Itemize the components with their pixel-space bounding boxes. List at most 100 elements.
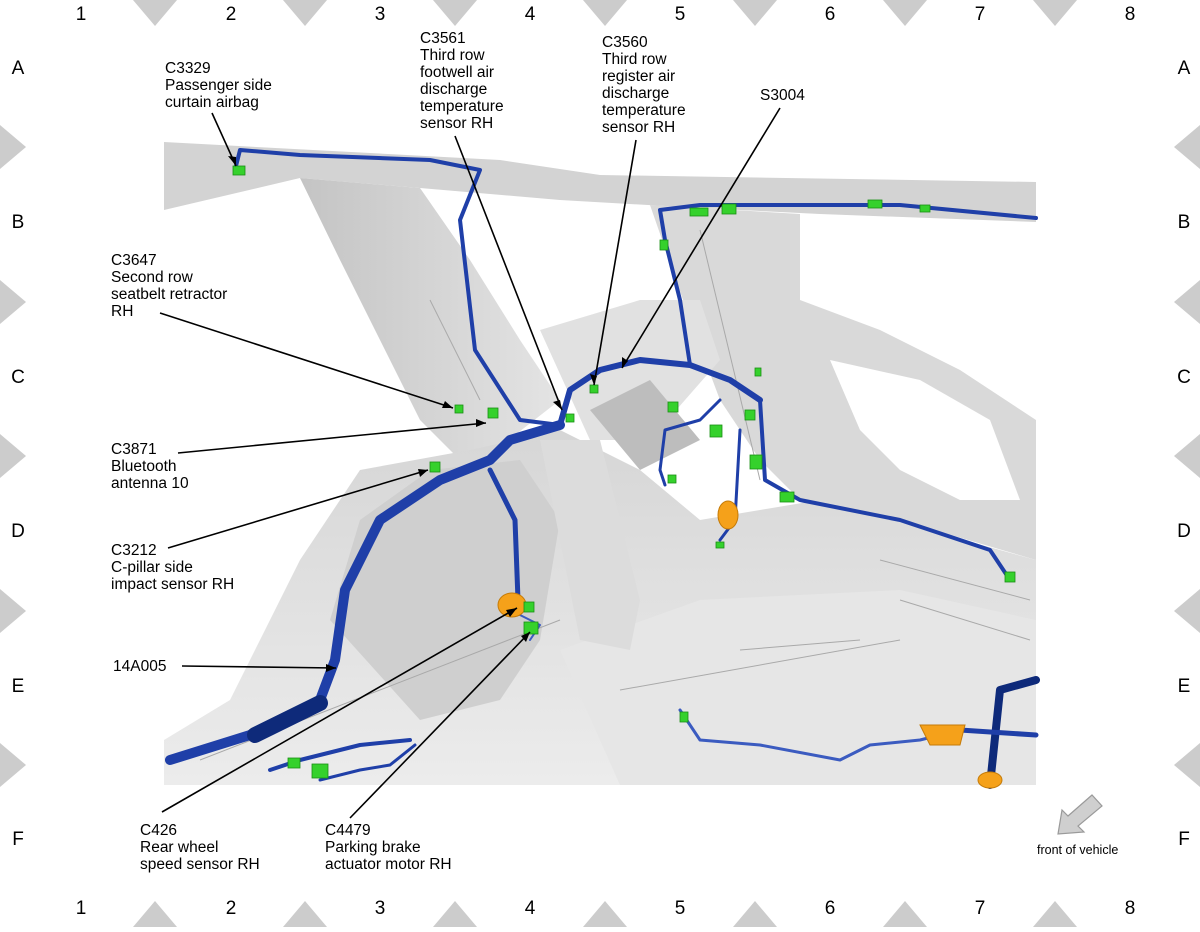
callout-text: Second row <box>111 269 193 286</box>
callout-text: temperature <box>420 98 504 115</box>
grid-row-B-right: B <box>1177 212 1191 233</box>
grid-row-E-left: E <box>11 676 25 697</box>
callout-c3212: C3212 C-pillar side impact sensor RH <box>111 542 234 593</box>
callout-code: S3004 <box>760 87 805 104</box>
callout-text: Bluetooth <box>111 458 177 475</box>
border-triangle <box>0 589 26 633</box>
grid-column-6-bottom: 6 <box>824 898 836 919</box>
callout-text: actuator motor RH <box>325 856 452 873</box>
border-triangle <box>0 125 26 169</box>
grid-row-D-left: D <box>11 521 25 542</box>
border-triangle <box>583 901 627 927</box>
grid-column-6-top: 6 <box>824 4 836 25</box>
border-triangle <box>0 280 26 324</box>
orange-components <box>497 500 1003 789</box>
callout-c3647: C3647 Second row seatbelt retractor RH <box>111 252 227 320</box>
callout-text: discharge <box>420 81 488 98</box>
grid-column-4-top: 4 <box>524 4 536 25</box>
grid-row-D-right: D <box>1177 521 1191 542</box>
border-triangle <box>883 0 927 26</box>
callout-text: seatbelt retractor <box>111 286 228 303</box>
callout-text: speed sensor RH <box>140 856 260 873</box>
callout-text: Passenger side <box>165 77 272 94</box>
border-triangle <box>1033 901 1077 927</box>
callout-code: C3647 <box>111 252 157 269</box>
border-triangle <box>733 901 777 927</box>
border-triangle <box>1174 125 1200 169</box>
wire-harness-14a005 <box>165 148 1040 789</box>
grid-row-E-right: E <box>1177 676 1191 697</box>
callout-text: Third row <box>420 47 485 64</box>
callout-text: C-pillar side <box>111 559 193 576</box>
callout-text: antenna 10 <box>111 475 189 492</box>
callout-s3004: S3004 <box>760 87 805 104</box>
callout-code: C3561 <box>420 30 466 47</box>
callout-c3561: C3561 Third row footwell air discharge t… <box>420 30 504 132</box>
callout-c3329: C3329 Passenger side curtain airbag <box>165 60 272 111</box>
grid-column-5-top: 5 <box>674 4 686 25</box>
grid-column-3-top: 3 <box>374 4 386 25</box>
callout-text: sensor RH <box>602 119 676 136</box>
grid-row-A-left: A <box>11 58 25 79</box>
grid-column-2-bottom: 2 <box>225 898 237 919</box>
callout-code: C3560 <box>602 34 648 51</box>
grid-column-3-bottom: 3 <box>374 898 386 919</box>
border-triangle <box>1174 589 1200 633</box>
grid-column-7-top: 7 <box>974 4 986 25</box>
callout-c3560: C3560 Third row register air discharge t… <box>602 34 686 136</box>
border-triangle <box>1174 434 1200 478</box>
border-triangle <box>583 0 627 26</box>
callout-code: C426 <box>140 822 178 839</box>
callout-code: C3212 <box>111 542 157 559</box>
border-triangle <box>1174 280 1200 324</box>
front-of-vehicle-label: front of vehicle <box>1037 843 1119 857</box>
callout-code: 14A005 <box>113 658 167 675</box>
callout-text: RH <box>111 303 134 320</box>
border-triangle <box>0 434 26 478</box>
grid-row-C-left: C <box>11 367 25 388</box>
callout-text: curtain airbag <box>165 94 259 111</box>
border-triangle <box>133 901 177 927</box>
callout-text: temperature <box>602 102 686 119</box>
callout-text: Parking brake <box>325 839 421 856</box>
callout-code: C4479 <box>325 822 371 839</box>
border-triangle <box>433 0 477 26</box>
border-triangle <box>133 0 177 26</box>
grid-row-C-right: C <box>1177 367 1191 388</box>
body-panels <box>164 142 1036 785</box>
grid-column-1-top: 1 <box>75 4 87 25</box>
border-triangle <box>883 901 927 927</box>
connectors <box>232 165 1016 779</box>
grid-column-8-bottom: 8 <box>1124 898 1136 919</box>
callout-c426: C426 Rear wheel speed sensor RH <box>140 822 260 873</box>
callout-text: impact sensor RH <box>111 576 235 593</box>
border-triangle <box>0 743 26 787</box>
grid-row-F-right: F <box>1178 829 1190 850</box>
callout-c4479: C4479 Parking brake actuator motor RH <box>325 822 452 873</box>
grid-column-4-bottom: 4 <box>524 898 536 919</box>
border-triangle <box>1033 0 1077 26</box>
callout-14a005: 14A005 <box>113 658 166 675</box>
grid-column-1-bottom: 1 <box>75 898 87 919</box>
grid-column-5-bottom: 5 <box>674 898 686 919</box>
callout-code: C3871 <box>111 441 157 458</box>
grid-row-F-left: F <box>12 829 24 850</box>
callout-text: discharge <box>602 85 670 102</box>
callout-c3871: C3871 Bluetooth antenna 10 <box>111 441 189 492</box>
grid-row-B-left: B <box>11 212 25 233</box>
border-triangle <box>1174 743 1200 787</box>
callout-text: Rear wheel <box>140 839 219 856</box>
leader-arrowheads <box>228 156 628 672</box>
border-triangle <box>433 901 477 927</box>
grid-column-2-top: 2 <box>225 4 237 25</box>
callout-text: sensor RH <box>420 115 494 132</box>
border-triangle <box>733 0 777 26</box>
border-triangle <box>283 901 327 927</box>
callout-text: Third row <box>602 51 667 68</box>
grid-column-8-top: 8 <box>1124 4 1136 25</box>
callout-text: register air <box>602 68 676 85</box>
callout-text: footwell air <box>420 64 495 81</box>
grid-row-A-right: A <box>1177 58 1191 79</box>
